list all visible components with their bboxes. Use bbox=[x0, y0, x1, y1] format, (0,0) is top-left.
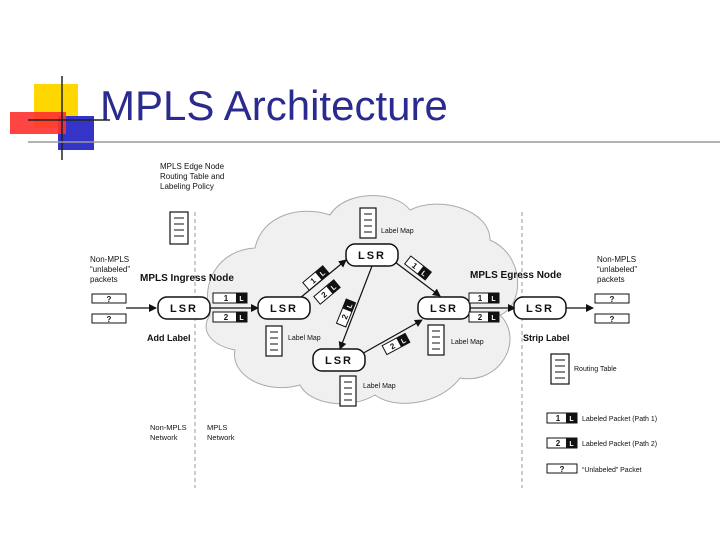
ingress-labeled-packet-1: 1 L bbox=[212, 292, 248, 304]
svg-text:1: 1 bbox=[309, 276, 319, 286]
label-map-left-text: Label Map bbox=[288, 335, 321, 342]
svg-text:?: ? bbox=[107, 315, 112, 324]
svg-text:LSR: LSR bbox=[430, 303, 458, 315]
non-mpls-network-label: Non-MPLS Network bbox=[150, 423, 189, 442]
egress-node-label: MPLS Egress Node bbox=[470, 270, 562, 281]
slide-title: MPLS Architecture bbox=[100, 82, 448, 129]
svg-text:L: L bbox=[400, 337, 408, 346]
svg-text:“Unlabeled” Packet: “Unlabeled” Packet bbox=[582, 467, 642, 474]
svg-text:1: 1 bbox=[556, 414, 561, 423]
lsr-core-bottom-node: LSR bbox=[312, 348, 366, 372]
label-map-bottom-icon bbox=[339, 375, 357, 407]
ingress-labeled-packet-2: 2 L bbox=[212, 311, 248, 323]
right-packets-label: Non-MPLS “unlabeled” packets bbox=[597, 255, 639, 284]
legend-item-path2: 2 L Labeled Packet (Path 2) bbox=[546, 437, 657, 449]
svg-text:LSR: LSR bbox=[170, 303, 198, 315]
svg-text:2: 2 bbox=[340, 313, 350, 321]
label-map-right-text: Label Map bbox=[451, 339, 484, 346]
svg-text:?: ? bbox=[560, 465, 565, 474]
svg-text:Labeled Packet (Path 1): Labeled Packet (Path 1) bbox=[582, 416, 657, 423]
label-map-right-icon bbox=[427, 324, 445, 356]
legend: 1 L Labeled Packet (Path 1) 2 L Labeled … bbox=[546, 412, 657, 474]
svg-text:L: L bbox=[346, 302, 354, 309]
svg-text:Labeled Packet (Path 2): Labeled Packet (Path 2) bbox=[582, 441, 657, 448]
arrow-top-lsr-to-right-lsr bbox=[394, 261, 441, 297]
left-unlabeled-packet-1: ? bbox=[91, 293, 127, 304]
right-unlabeled-packet-2: ? bbox=[594, 313, 630, 324]
egress-labeled-packet-2: 2 L bbox=[468, 311, 500, 323]
logo-red-bar bbox=[10, 112, 66, 134]
label-map-top-icon bbox=[359, 207, 377, 239]
arrow-bottom-lsr-to-right-lsr bbox=[359, 319, 423, 356]
svg-text:2: 2 bbox=[478, 313, 483, 322]
egress-labeled-packet-1: 1 L bbox=[468, 292, 500, 304]
edge-node-note: MPLS Edge Node Routing Table and Labelin… bbox=[160, 162, 227, 191]
svg-text:1: 1 bbox=[478, 294, 483, 303]
left-unlabeled-packet-2: ? bbox=[91, 313, 127, 324]
mpls-network-label: MPLS Network bbox=[207, 423, 235, 442]
svg-text:LSR: LSR bbox=[358, 250, 386, 262]
svg-text:2: 2 bbox=[556, 439, 561, 448]
svg-text:L: L bbox=[491, 315, 496, 322]
svg-text:LSR: LSR bbox=[526, 303, 554, 315]
svg-text:LSR: LSR bbox=[325, 355, 353, 367]
legend-item-unlabeled: ? “Unlabeled” Packet bbox=[546, 463, 642, 474]
svg-text:2: 2 bbox=[320, 290, 330, 300]
svg-text:2: 2 bbox=[224, 313, 229, 322]
diagonal-packet-path1-b: 1 L bbox=[403, 255, 433, 281]
routing-table-text: Routing Table bbox=[574, 366, 617, 373]
edge-routing-table-icon bbox=[169, 211, 189, 245]
svg-text:L: L bbox=[239, 315, 244, 322]
svg-text:L: L bbox=[491, 296, 496, 303]
svg-text:L: L bbox=[319, 269, 327, 278]
label-map-left-icon bbox=[265, 325, 283, 357]
lsr-core-right-node: LSR bbox=[417, 296, 471, 320]
lsr-core-left-node: LSR bbox=[257, 296, 311, 320]
lsr-egress-node: LSR bbox=[513, 296, 567, 320]
diagonal-packet-path1-a: 1 L bbox=[302, 265, 330, 291]
svg-text:L: L bbox=[569, 441, 574, 448]
right-unlabeled-packet-1: ? bbox=[594, 293, 630, 304]
label-map-top-text: Label Map bbox=[381, 228, 414, 235]
arrow-top-lsr-to-bottom-lsr bbox=[338, 265, 373, 350]
svg-text:1: 1 bbox=[410, 261, 419, 271]
diagonal-packet-path2-a: 2 L bbox=[313, 279, 341, 305]
lsr-core-top-node: LSR bbox=[345, 243, 399, 267]
svg-text:L: L bbox=[420, 270, 428, 279]
ingress-node-label: MPLS Ingress Node bbox=[140, 273, 234, 284]
svg-text:LSR: LSR bbox=[270, 303, 298, 315]
svg-text:?: ? bbox=[610, 295, 615, 304]
svg-text:?: ? bbox=[107, 295, 112, 304]
strip-label-text: Strip Label bbox=[523, 333, 570, 343]
diagonal-packet-path2-b: 2 L bbox=[335, 298, 357, 328]
svg-text:L: L bbox=[239, 296, 244, 303]
egress-routing-table-icon bbox=[550, 353, 570, 385]
svg-text:1: 1 bbox=[224, 294, 229, 303]
lsr-ingress-node: LSR bbox=[157, 296, 211, 320]
svg-text:L: L bbox=[330, 283, 338, 292]
svg-text:2: 2 bbox=[389, 341, 398, 351]
label-map-bottom-text: Label Map bbox=[363, 383, 396, 390]
diagonal-packet-path2-c: 2 L bbox=[381, 332, 411, 356]
slide-logo bbox=[10, 76, 110, 160]
svg-text:L: L bbox=[569, 416, 574, 423]
legend-item-path1: 1 L Labeled Packet (Path 1) bbox=[546, 412, 657, 424]
add-label-text: Add Label bbox=[147, 333, 191, 343]
svg-text:?: ? bbox=[610, 315, 615, 324]
left-packets-label: Non-MPLS “unlabeled” packets bbox=[90, 255, 132, 284]
